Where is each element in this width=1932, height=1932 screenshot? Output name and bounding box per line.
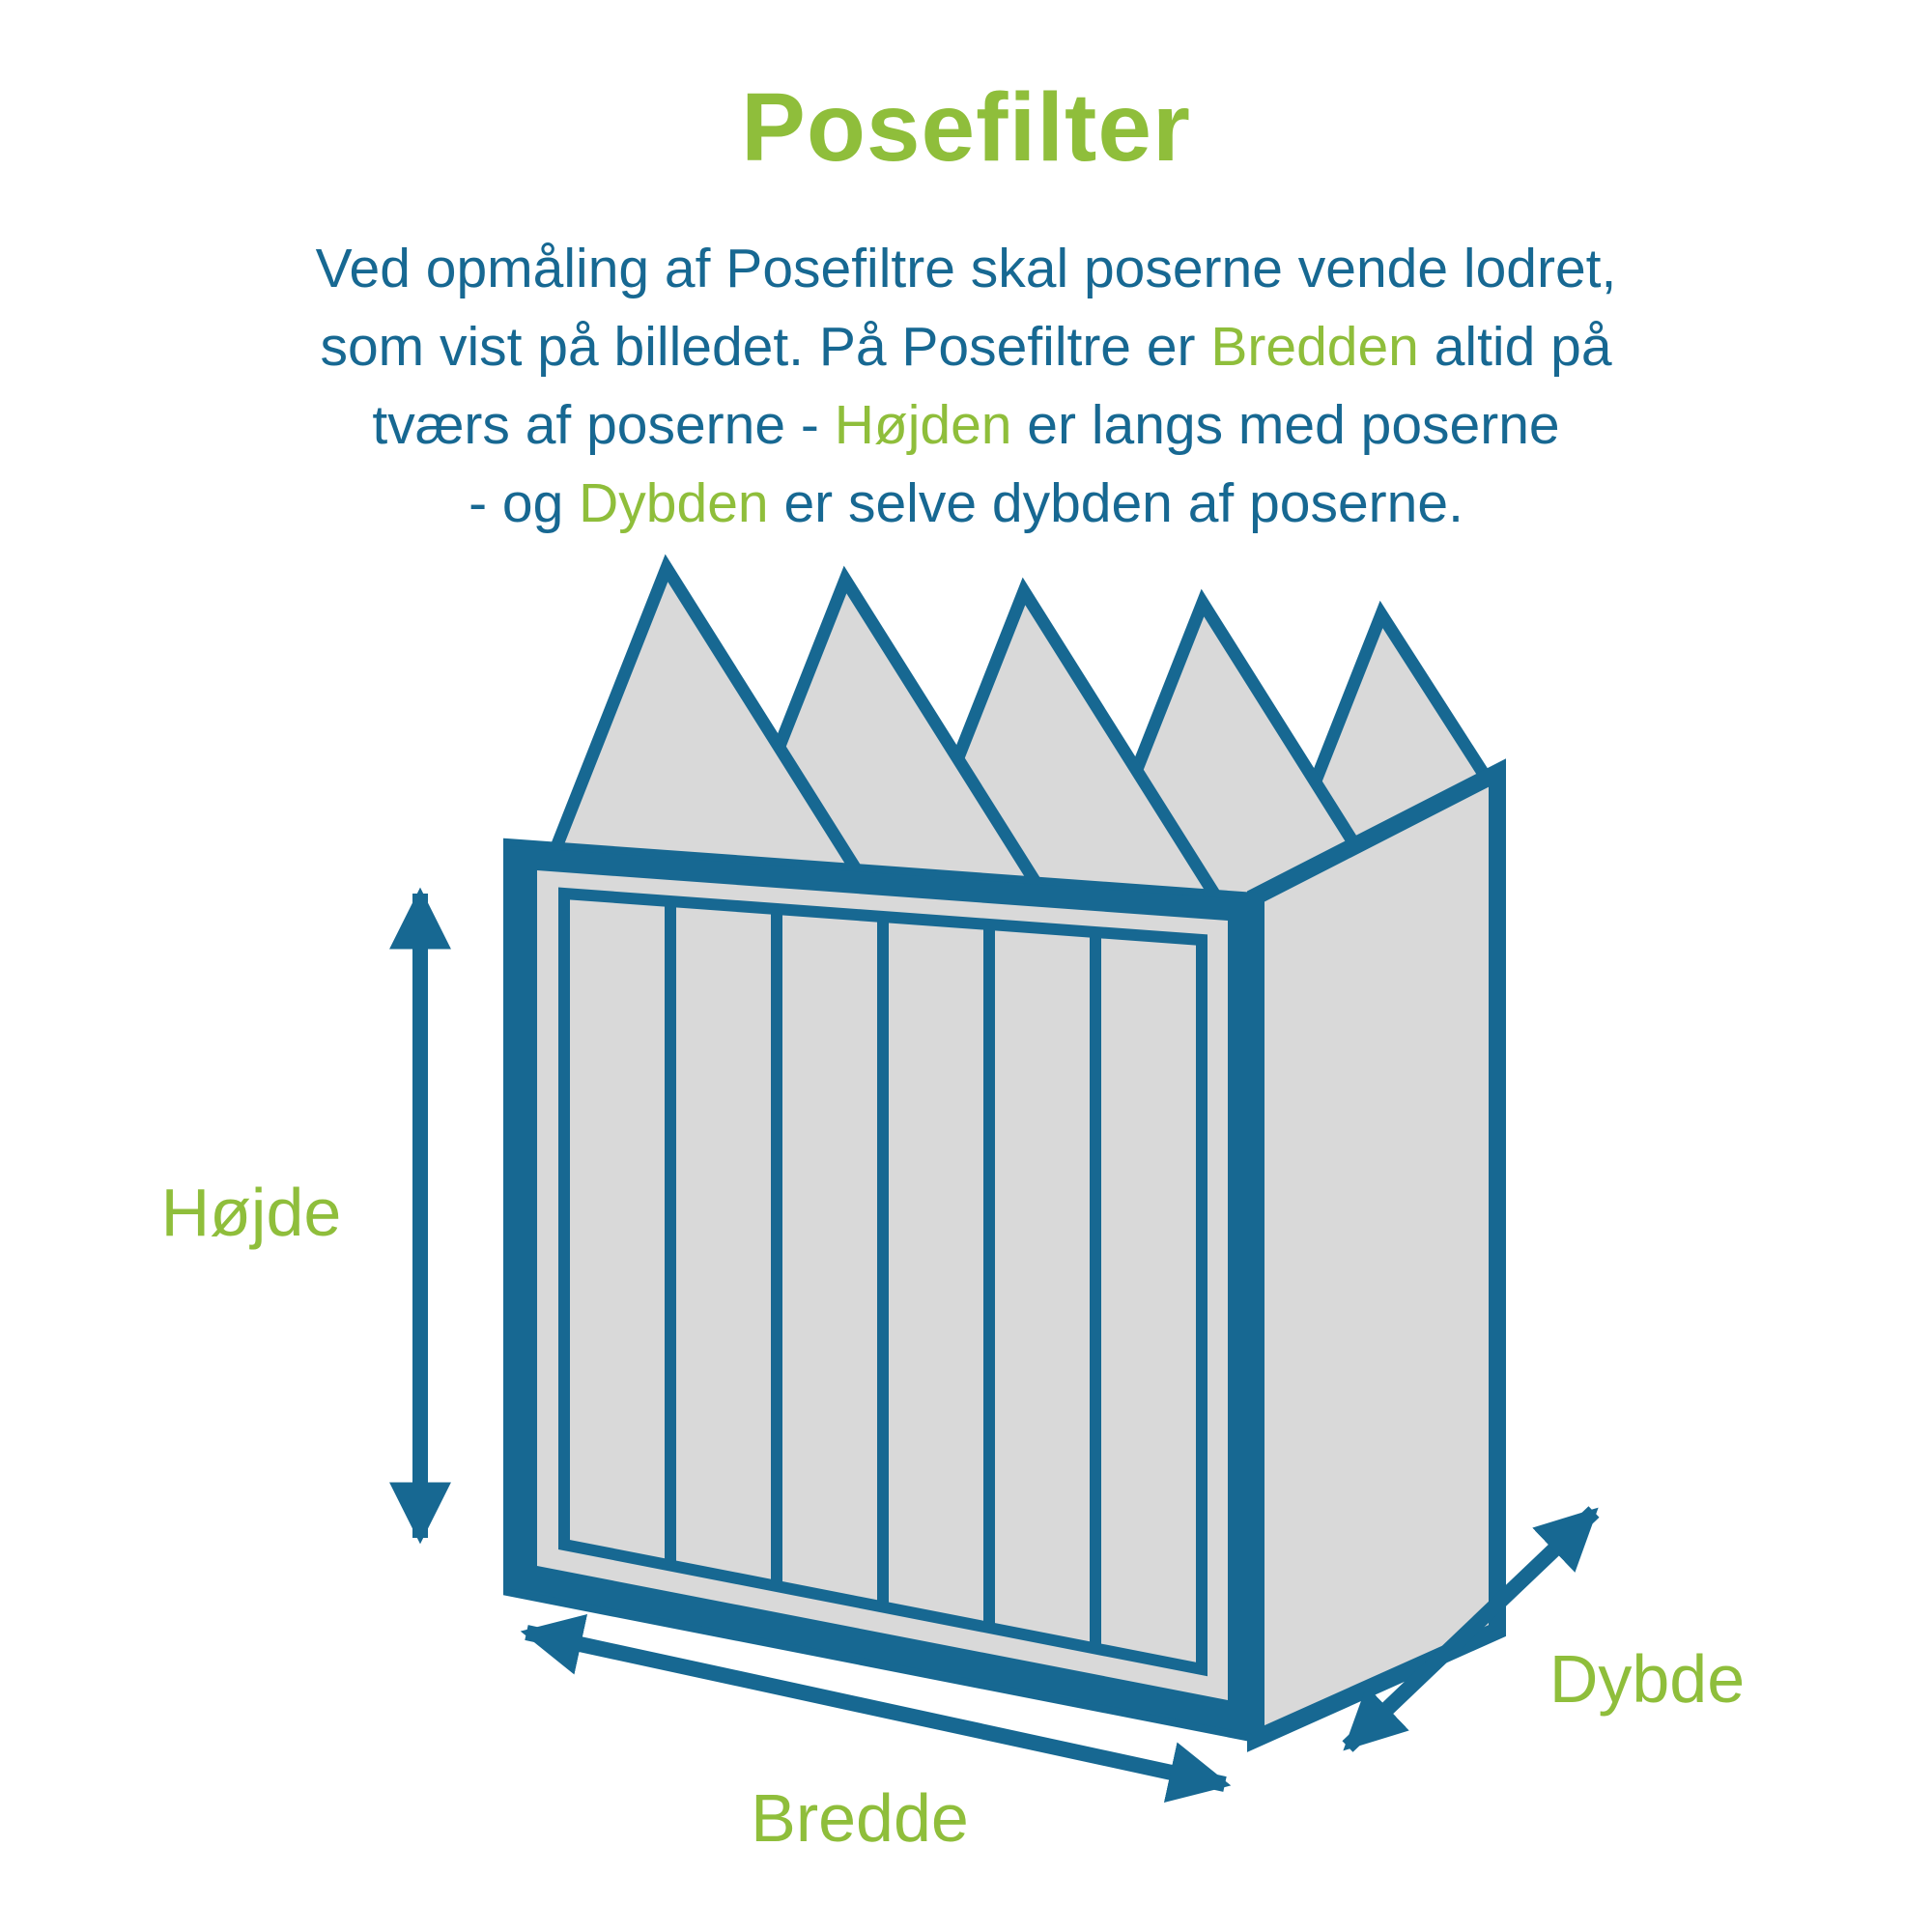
intro-segment: er langs med poserne	[1011, 393, 1560, 456]
intro-line-4: - og Dybden er selve dybden af poserne.	[0, 465, 1932, 543]
intro-segment: Ved opmåling af Posefiltre skal poserne …	[315, 238, 1617, 299]
keyword-bredden: Bredden	[1210, 315, 1419, 378]
bag-pocket-dividers	[665, 901, 1101, 1649]
keyword-dybden: Dybden	[579, 471, 769, 534]
intro-segment: altid på	[1418, 315, 1612, 378]
intro-segment: tværs af poserne -	[372, 393, 835, 456]
depth-label: Dybde	[1548, 1641, 1746, 1717]
intro-line-3: tværs af poserne - Højden er langs med p…	[0, 386, 1932, 465]
intro-segment: - og	[469, 471, 580, 534]
intro-segment: er selve dybden af poserne.	[768, 471, 1463, 534]
filter-front	[503, 838, 1260, 1744]
filter-side-panel	[1247, 758, 1506, 1752]
width-label: Bredde	[751, 1780, 969, 1856]
width-arrow	[520, 1613, 1232, 1804]
height-label: Højde	[160, 1175, 342, 1250]
depth-arrow	[1342, 1506, 1600, 1752]
intro-segment: som vist på billedet. På Posefiltre er	[320, 315, 1211, 378]
intro-text: Ved opmåling af Posefiltre skal poserne …	[0, 230, 1932, 543]
page-title: Posefilter	[741, 73, 1191, 182]
keyword-hojden: Højden	[834, 393, 1012, 456]
intro-line-2: som vist på billedet. På Posefiltre er B…	[0, 308, 1932, 386]
intro-line-1: Ved opmåling af Posefiltre skal poserne …	[0, 230, 1932, 308]
